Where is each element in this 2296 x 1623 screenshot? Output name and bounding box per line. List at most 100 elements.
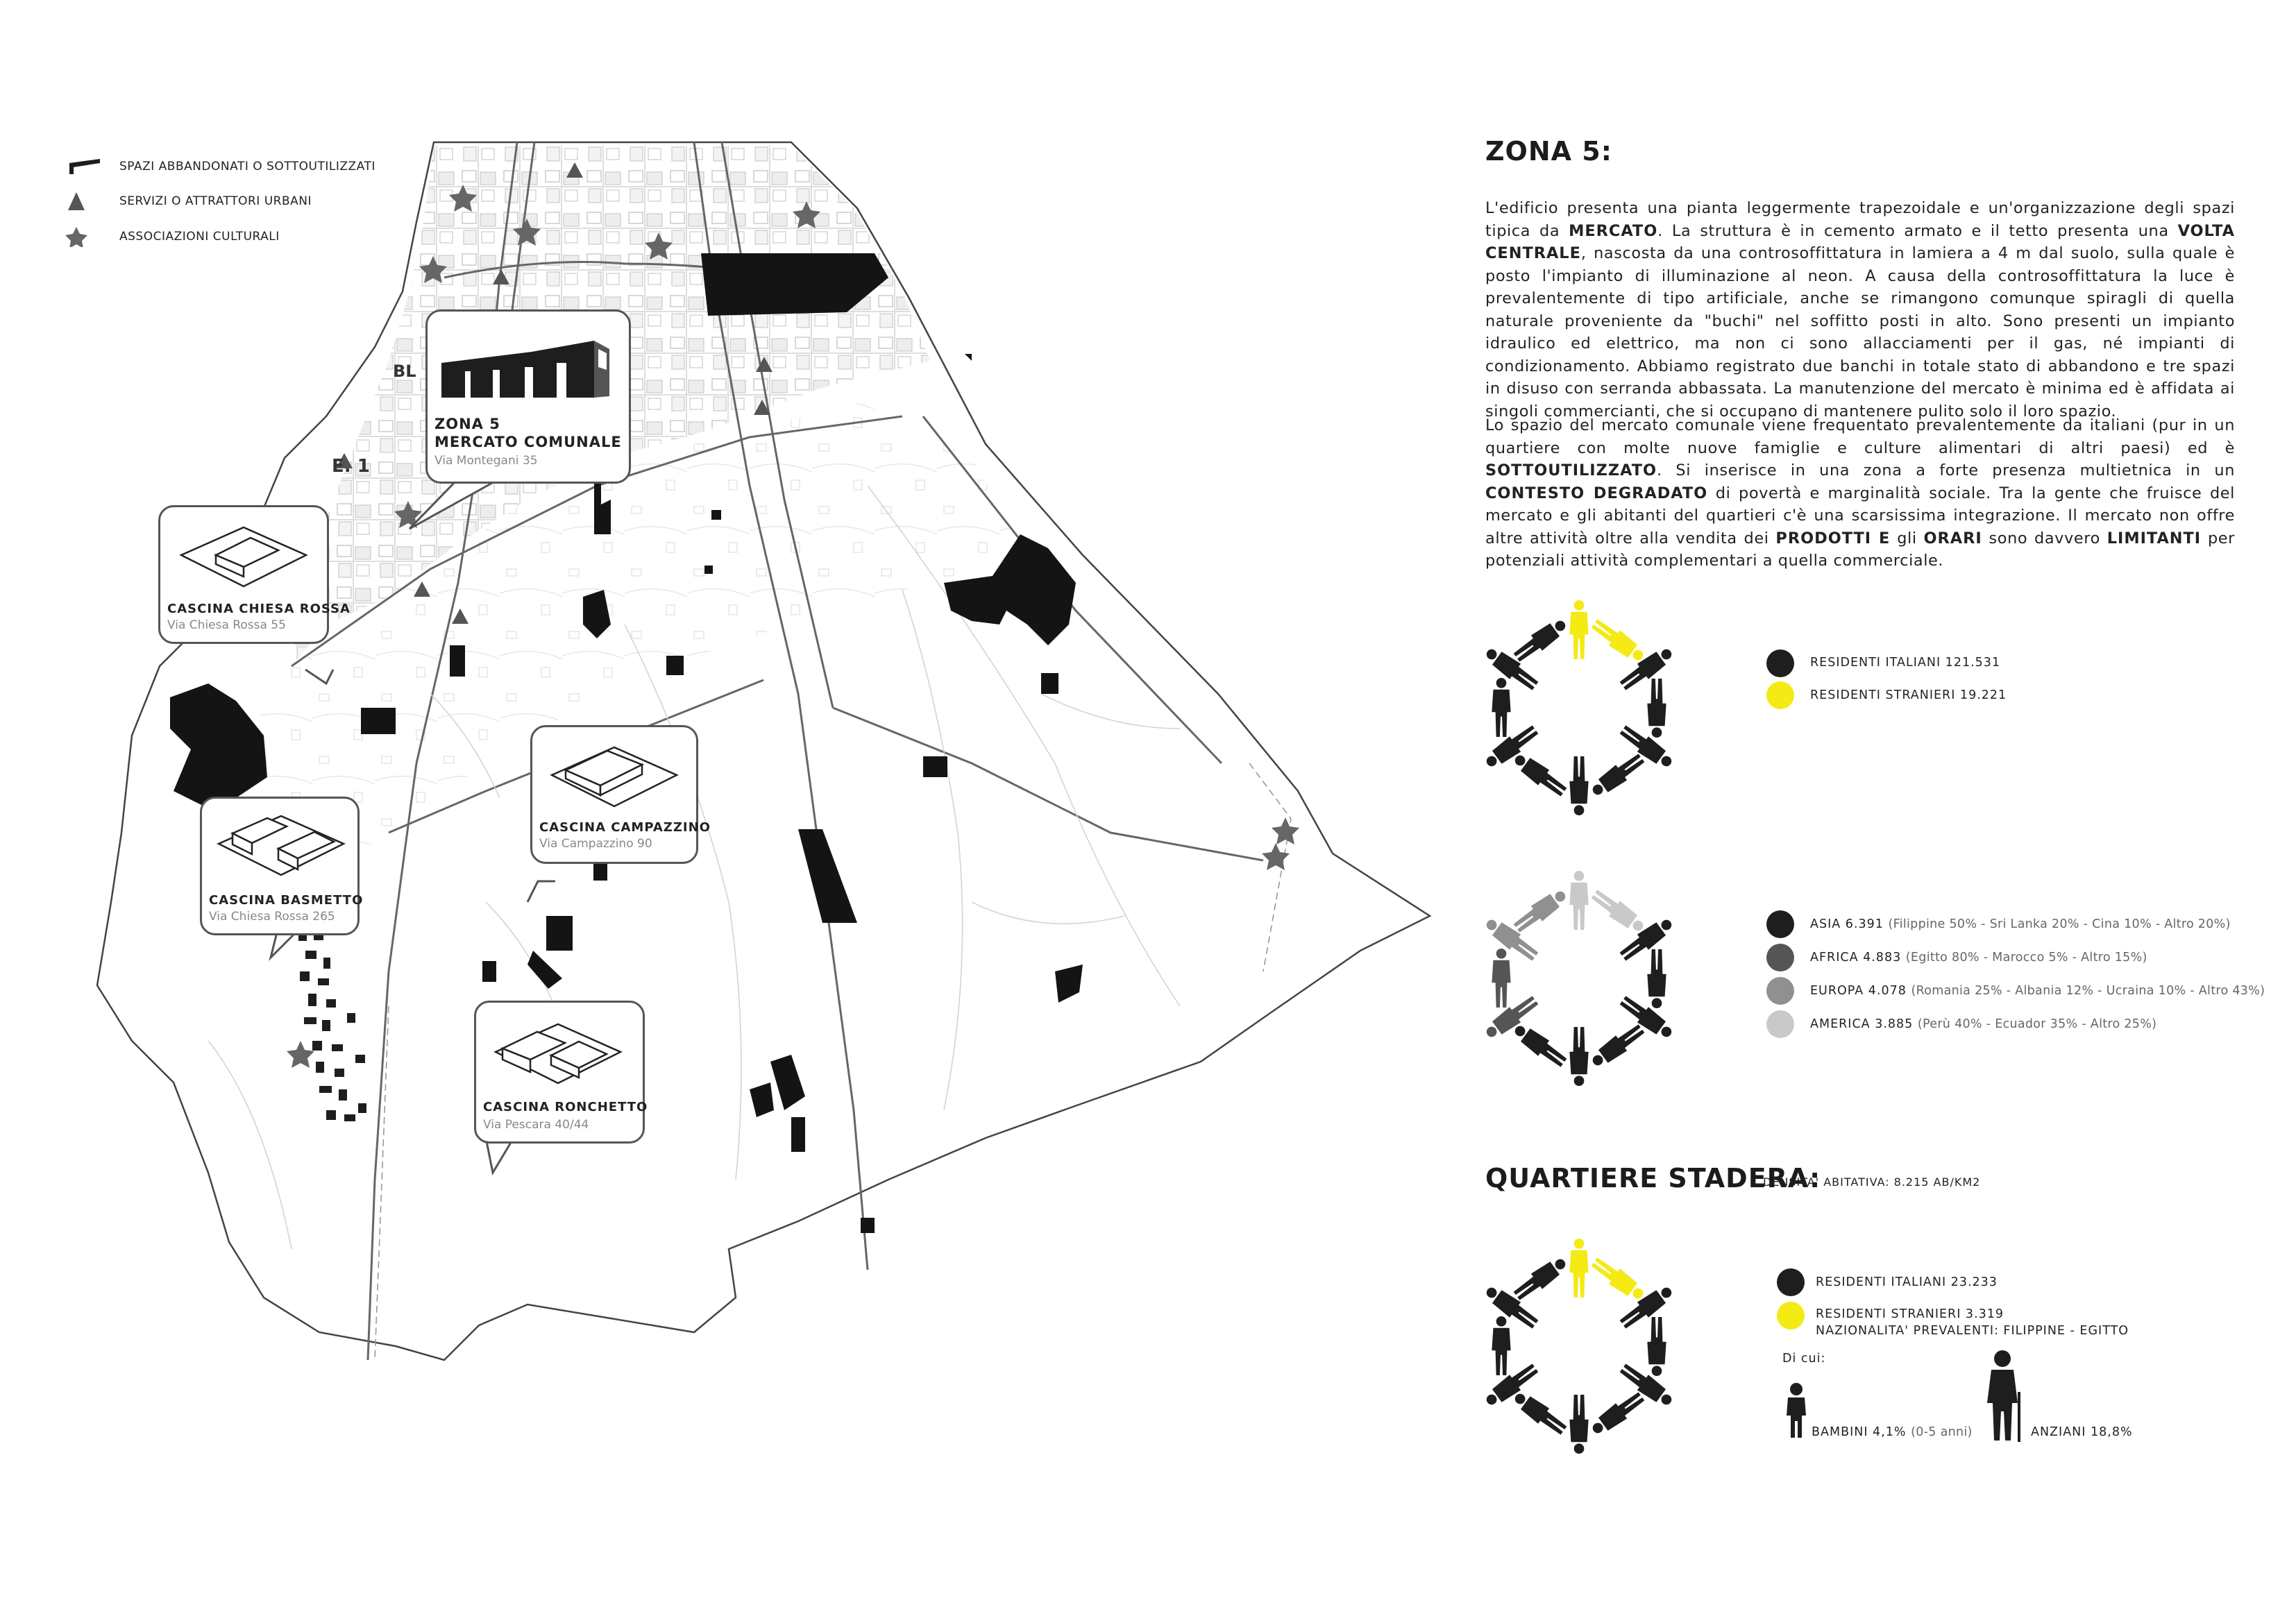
triangle-icon — [68, 192, 85, 210]
person-icon — [1486, 996, 1539, 1037]
origin-africa: AFRICA 4.883 (Egitto 80% - Marocco 5% - … — [1810, 951, 2147, 965]
star-icon — [793, 201, 820, 228]
person-icon — [1513, 891, 1566, 933]
callout-basmetto: CASCINA BASMETTO Via Chiesa Rossa 265 — [200, 797, 364, 935]
cascina-axon-icon — [217, 815, 346, 876]
road-9 — [832, 706, 1264, 862]
origin-europa: EUROPA 4.078 (Romania 25% - Albania 12% … — [1810, 984, 2265, 998]
callout-chiesa-rossa-title: CASCINA CHIESA ROSSA — [167, 602, 351, 616]
stadera-italians-label: RESIDENTI ITALIANI 23.233 — [1816, 1275, 1998, 1289]
person-icon — [1492, 948, 1511, 1008]
stadera-nationalities: NAZIONALITA' PREVALENTI: FILIPPINE - EGI… — [1816, 1324, 2129, 1338]
triangle-icon — [452, 609, 469, 624]
star-icon — [1272, 817, 1299, 844]
legend-abandoned-label: SPAZI ABBANDONATI O SOTTOUTILIZZATI — [119, 160, 375, 173]
triangle-icon — [414, 581, 430, 597]
person-icon — [1514, 1026, 1567, 1067]
person-icon — [1592, 1392, 1645, 1434]
person-icon — [1569, 1395, 1589, 1454]
callout-mercato-address: Via Montegani 35 — [434, 454, 538, 468]
person-icon — [1486, 725, 1539, 767]
callout-campazzino-title: CASCINA CAMPAZZINO — [539, 820, 711, 835]
person-icon — [1486, 1287, 1539, 1329]
person-icon — [1647, 949, 1666, 1009]
callout-mercato-subtitle: MERCATO COMUNALE — [434, 434, 622, 450]
child-icon — [1787, 1383, 1806, 1438]
callout-basmetto-title: CASCINA BASMETTO — [209, 893, 364, 908]
person-icon — [1647, 1317, 1666, 1377]
stadera-foreigners-dot — [1777, 1302, 1805, 1329]
zone-italians-label: RESIDENTI ITALIANI 121.531 — [1810, 656, 2001, 670]
person-icon — [1513, 1259, 1566, 1300]
person-icon — [1486, 649, 1539, 690]
asia-dot — [1766, 910, 1794, 938]
stadera-people-circle — [1486, 1238, 1672, 1454]
person-icon — [1591, 1257, 1644, 1299]
associations-markers — [287, 185, 1299, 1068]
person-icon — [1569, 1238, 1589, 1298]
stadera-italians-dot — [1777, 1268, 1805, 1296]
person-icon — [1514, 1393, 1567, 1435]
building-cluster — [298, 930, 366, 1121]
triangle-icon — [566, 162, 583, 178]
person-icon — [1647, 679, 1666, 738]
america-dot — [1766, 1010, 1794, 1038]
stadera-heading: QUARTIERE STADERA: — [1485, 1163, 1821, 1193]
market-building-icon — [441, 341, 609, 398]
urban-fabric-mid — [208, 402, 1027, 902]
person-icon — [1619, 725, 1672, 767]
abandoned-areas — [170, 253, 1083, 1233]
star-icon — [394, 501, 422, 528]
person-icon — [1486, 919, 1539, 961]
callout-mercato-title: ZONA 5 — [434, 416, 500, 432]
zona-description-1: L'edificio presenta una pianta leggermen… — [1485, 199, 2235, 420]
stadera-children: BAMBINI 4,1% (0-5 anni) — [1812, 1425, 1973, 1439]
zone-foreigners-label: RESIDENTI STRANIERI 19.221 — [1810, 688, 2007, 702]
callout-ronchetto-address: Via Pescara 40/44 — [483, 1118, 589, 1132]
stadera-elderly: ANZIANI 18,8% — [2031, 1425, 2133, 1439]
road-1 — [366, 142, 518, 1361]
foreigners-dot — [1766, 681, 1794, 709]
callout-chiesa-rossa: CASCINA CHIESA ROSSA Via Chiesa Rossa 55 — [158, 505, 350, 644]
star-icon — [513, 219, 541, 246]
callout-mercato: ZONA 5 MERCATO COMUNALE Via Montegani 35 — [425, 309, 631, 484]
stadera-density: DENSITA' ABITATIVA: 8.215 AB/KM2 — [1763, 1175, 1981, 1189]
triangle-icon — [754, 400, 770, 415]
elderly-cane-icon — [1987, 1350, 2020, 1442]
person-icon — [1569, 1027, 1589, 1087]
lshape-legend-icon — [69, 159, 100, 174]
callout-campazzino-address: Via Campazzino 90 — [539, 837, 652, 851]
person-icon — [1514, 755, 1567, 797]
legend-associations-label: ASSOCIAZIONI CULTURALI — [119, 230, 280, 244]
cascina-axon-icon — [550, 746, 679, 808]
person-icon — [1569, 870, 1589, 930]
triangle-icon — [493, 269, 509, 284]
person-icon — [1492, 1316, 1511, 1375]
person-icon — [1513, 620, 1566, 662]
star-icon — [449, 185, 477, 212]
triangle-icon — [336, 453, 353, 468]
zona-description-2: Lo spazio del mercato comunale viene fre… — [1485, 416, 2235, 570]
star-icon — [287, 1041, 314, 1068]
person-icon — [1492, 677, 1511, 737]
person-icon — [1619, 1287, 1672, 1329]
cascina-axon-icon — [493, 1023, 623, 1085]
star-icon — [65, 227, 87, 247]
person-icon — [1619, 919, 1672, 961]
map-label-e1: E. 1 — [332, 456, 370, 477]
callout-ronchetto-title: CASCINA RONCHETTO — [483, 1100, 648, 1114]
triangle-icon — [756, 357, 773, 372]
star-icon — [419, 256, 447, 283]
origin-asia: ASIA 6.391 (Filippine 50% - Sri Lanka 20… — [1810, 917, 2231, 931]
legend-services-label: SERVIZI O ATTRATTORI URBANI — [119, 194, 312, 208]
person-icon — [1592, 1024, 1645, 1066]
origin-people-circle — [1486, 870, 1672, 1087]
africa-dot — [1766, 944, 1794, 971]
callout-campazzino: CASCINA CAMPAZZINO Via Campazzino 90 — [530, 725, 710, 864]
star-icon — [1262, 843, 1290, 870]
person-icon — [1592, 754, 1645, 795]
europa-dot — [1766, 977, 1794, 1005]
stadera-of-which: Di cui: — [1782, 1352, 1826, 1366]
residents-people-circle — [1486, 600, 1672, 816]
person-icon — [1619, 1363, 1672, 1405]
